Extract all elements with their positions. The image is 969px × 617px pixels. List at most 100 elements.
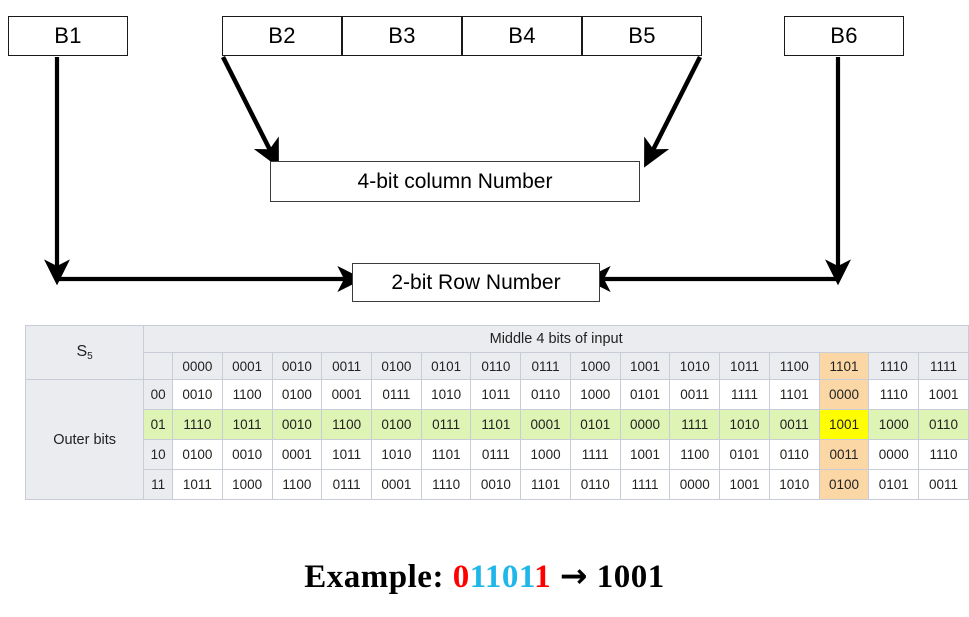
- cell-11-10: 0000: [669, 469, 721, 500]
- example-arrow-icon: →: [559, 556, 588, 595]
- cell-10-15: 1110: [918, 439, 969, 470]
- col-header-1011: 1011: [719, 352, 770, 380]
- cell-00-2: 0100: [271, 379, 323, 410]
- col-header-1001: 1001: [619, 352, 671, 380]
- arrow-layer: [43, 55, 852, 293]
- example-middle-bits: 1101: [469, 559, 535, 595]
- cell-01-11: 1010: [719, 409, 770, 440]
- cell-10-12: 0110: [768, 439, 820, 470]
- cell-00-14: 1110: [868, 379, 920, 410]
- cell-11-9: 1111: [619, 469, 671, 500]
- cell-01-9: 0000: [619, 409, 671, 440]
- table-row: 11 1011 1000 1100 0111 0001 1110 0010 11…: [26, 469, 969, 500]
- row-label-10: 10: [143, 439, 174, 470]
- cell-11-14: 0101: [868, 469, 920, 500]
- cell-11-4: 0001: [371, 469, 422, 500]
- cell-01-7: 0001: [520, 409, 571, 440]
- cell-11-12: 1010: [768, 469, 820, 500]
- cell-00-1: 1100: [221, 379, 273, 410]
- cell-10-7: 1000: [520, 439, 571, 470]
- cell-01-10: 1111: [669, 409, 721, 440]
- example-outer-first-bit: 0: [452, 559, 470, 595]
- cell-00-4: 0111: [371, 379, 422, 410]
- cell-01-0: 1110: [172, 409, 223, 440]
- col-header-0100: 0100: [371, 352, 422, 380]
- cell-11-0: 1011: [172, 469, 223, 500]
- cell-11-2: 1100: [271, 469, 323, 500]
- cell-00-13: 0000: [818, 379, 870, 410]
- column-number-box: 4-bit column Number: [270, 161, 640, 202]
- cell-10-4: 1010: [371, 439, 422, 470]
- sbox-table: S5 Middle 4 bits of input 0000 0001 0010…: [24, 325, 969, 500]
- bit-box-b6: B6: [784, 16, 904, 56]
- cell-01-12: 0011: [768, 409, 820, 440]
- col-header-1010: 1010: [669, 352, 721, 380]
- cell-10-3: 1011: [321, 439, 372, 470]
- cell-10-1: 0010: [221, 439, 273, 470]
- table-header-row-cols: 0000 0001 0010 0011 0100 0101 0110 0111 …: [26, 352, 969, 380]
- bit-label: B1: [54, 23, 82, 48]
- cell-11-7: 1101: [520, 469, 571, 500]
- col-header-1100: 1100: [768, 352, 820, 380]
- cell-00-12: 1101: [768, 379, 820, 410]
- col-header-0111: 0111: [520, 352, 571, 380]
- table-row: 01 1110 1011 0010 1100 0100 0111 1101 00…: [26, 409, 969, 440]
- row-label-11: 11: [143, 469, 174, 500]
- sbox-corner-label: S5: [24, 325, 145, 380]
- cell-01-14: 1000: [868, 409, 920, 440]
- cell-11-6: 0010: [470, 469, 522, 500]
- cell-11-15: 0011: [918, 469, 969, 500]
- cell-11-3: 0111: [321, 469, 372, 500]
- cell-10-9: 1001: [619, 439, 671, 470]
- col-header-1110: 1110: [868, 352, 920, 380]
- cell-01-6: 1101: [470, 409, 522, 440]
- row-number-label: 2-bit Row Number: [391, 270, 561, 294]
- cell-10-5: 1101: [420, 439, 472, 470]
- cell-11-5: 1110: [420, 469, 472, 500]
- col-header-0101: 0101: [420, 352, 472, 380]
- example-result: 1001: [596, 559, 665, 595]
- col-header-1111: 1111: [918, 352, 969, 380]
- cell-00-15: 1001: [918, 379, 969, 410]
- cell-11-8: 0110: [569, 469, 621, 500]
- cell-10-14: 0000: [868, 439, 920, 470]
- col-header-0011: 0011: [321, 352, 372, 380]
- cell-01-13: 1001: [818, 409, 870, 440]
- col-header-0110: 0110: [470, 352, 522, 380]
- cell-10-8: 1111: [569, 439, 621, 470]
- row-number-box: 2-bit Row Number: [352, 263, 600, 302]
- row-label-00: 00: [143, 379, 174, 410]
- cell-00-7: 0110: [520, 379, 571, 410]
- col-header-1000: 1000: [569, 352, 621, 380]
- middle-bits-header: Middle 4 bits of input: [143, 325, 969, 353]
- cell-00-5: 1010: [420, 379, 472, 410]
- cell-00-0: 0010: [172, 379, 223, 410]
- cell-01-8: 0101: [569, 409, 621, 440]
- example-prefix: Example:: [304, 559, 453, 595]
- table-row: 10 0100 0010 0001 1011 1010 1101 0111 10…: [26, 439, 969, 470]
- cell-10-2: 0001: [271, 439, 323, 470]
- bit-box-b3: B3: [342, 16, 462, 56]
- table-row: Outer bits 00 0010 1100 0100 0001 0111 1…: [24, 379, 969, 500]
- example-outer-last-bit: 1: [534, 559, 552, 595]
- bit-box-b2: B2: [222, 16, 342, 56]
- cell-11-13: 0100: [818, 469, 870, 500]
- bit-label: B4: [508, 23, 536, 48]
- cell-00-9: 0101: [619, 379, 671, 410]
- cell-10-0: 0100: [172, 439, 223, 470]
- cell-01-3: 1100: [321, 409, 372, 440]
- cell-11-11: 1001: [719, 469, 770, 500]
- cell-10-6: 0111: [470, 439, 522, 470]
- arrow-b5-to-column: [644, 55, 703, 168]
- outer-bits-label: Outer bits: [24, 379, 145, 500]
- col-header-1101: 1101: [818, 352, 870, 380]
- cell-00-10: 0011: [669, 379, 721, 410]
- col-header-spacer: [143, 352, 174, 380]
- cell-01-1: 1011: [221, 409, 273, 440]
- bit-box-b1: B1: [8, 16, 128, 56]
- cell-00-8: 1000: [569, 379, 621, 410]
- table-header-row-top: S5 Middle 4 bits of input: [24, 325, 969, 380]
- bit-box-b5: B5: [582, 16, 702, 56]
- col-header-0000: 0000: [172, 352, 223, 380]
- cell-01-2: 0010: [271, 409, 323, 440]
